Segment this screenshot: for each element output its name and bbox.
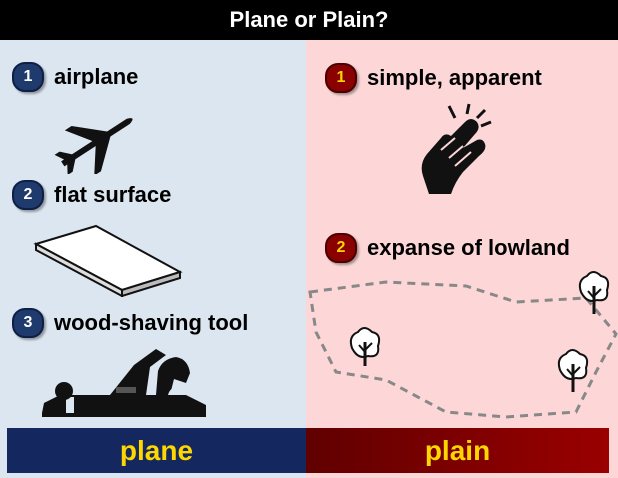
tree-icon (557, 349, 589, 392)
number-badge: 1 (325, 63, 357, 93)
number-badge: 2 (12, 180, 44, 210)
plane-item-airplane: 1 airplane (12, 62, 138, 92)
finger-snap-icon (421, 103, 492, 194)
tree-icon (349, 327, 381, 366)
plain-item-expanse-of-lowland: 2 expanse of lowland (325, 233, 570, 263)
item-label: flat surface (54, 182, 172, 207)
tree-icon (578, 271, 610, 314)
item-label: airplane (54, 64, 139, 89)
plane-footer-label: plane (7, 428, 306, 473)
plain-footer-label: plain (306, 428, 609, 473)
number-badge: 2 (325, 233, 357, 263)
flat-board-icon (33, 224, 183, 297)
item-label: simple, apparent (367, 65, 542, 90)
hand-plane-icon (42, 349, 206, 417)
airplane-icon (54, 118, 133, 174)
plane-item-flat-surface: 2 flat surface (12, 180, 171, 210)
plain-panel (306, 40, 618, 478)
page-title: Plane or Plain? (0, 0, 618, 40)
number-badge: 3 (12, 308, 44, 338)
number-badge: 1 (12, 62, 44, 92)
item-label: expanse of lowland (367, 235, 570, 260)
item-label: wood-shaving tool (54, 310, 249, 335)
lowland-trees-icon (308, 271, 618, 419)
plain-item-simple-apparent: 1 simple, apparent (325, 63, 542, 93)
plane-item-wood-shaving-tool: 3 wood-shaving tool (12, 308, 248, 338)
